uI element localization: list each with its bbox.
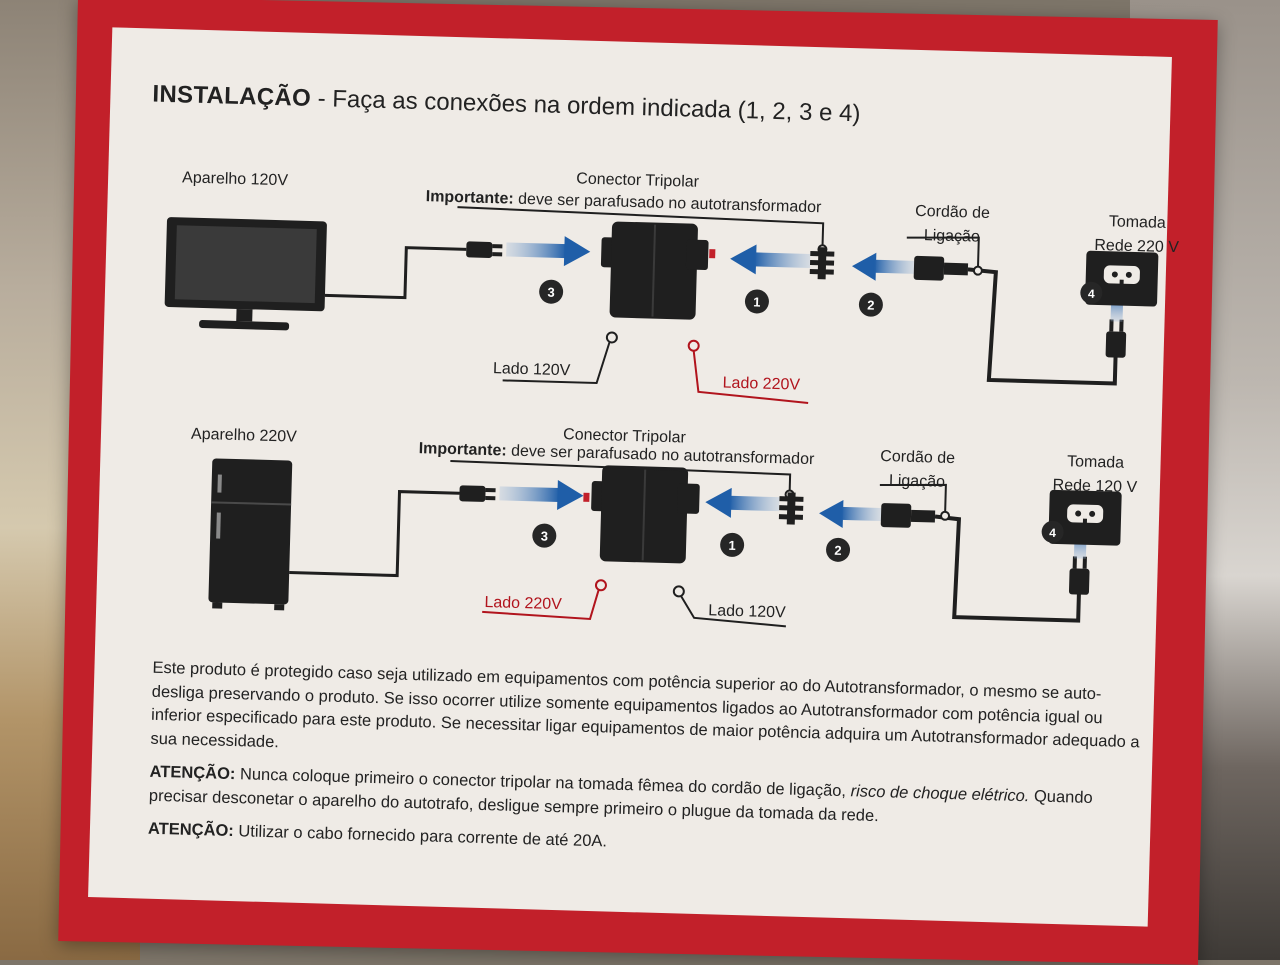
step-number: 4 xyxy=(1049,526,1056,540)
wall-plug-icon xyxy=(1068,556,1090,595)
step-badge: 4 xyxy=(1041,520,1064,543)
arrow-right-icon xyxy=(499,479,584,510)
cable xyxy=(324,246,467,300)
cord-socket-icon xyxy=(880,503,936,528)
diagram1: 3 1 2 4 xyxy=(164,206,1159,404)
step-badge: 1 xyxy=(720,532,745,557)
tripolar-connector-icon xyxy=(778,492,804,525)
instructions-text: Este produto é protegido caso seja utili… xyxy=(147,657,1142,879)
step-badge: 2 xyxy=(858,292,883,317)
arrow-left-icon xyxy=(705,487,780,518)
wall-plug-icon xyxy=(1105,319,1127,358)
step-badge: 2 xyxy=(826,537,851,562)
diagram2: 3 1 2 4 xyxy=(208,458,1122,628)
arrow-right-icon xyxy=(506,236,591,267)
arrow-left-icon xyxy=(730,244,811,275)
autotransformer-icon xyxy=(600,221,716,320)
outlet-icon xyxy=(1085,250,1159,307)
tripolar-connector-icon xyxy=(809,247,835,280)
plug-icon xyxy=(466,241,503,258)
cable xyxy=(289,490,460,578)
step-number: 2 xyxy=(867,298,875,313)
step-badge: 3 xyxy=(532,523,557,548)
arrow-left-icon xyxy=(819,499,882,528)
instruction-panel: INSTALAÇÃO - Faça as conexões na ordem i… xyxy=(88,27,1179,927)
autotransformer-icon xyxy=(583,465,700,564)
arrow-left-icon xyxy=(851,252,915,281)
step-number: 1 xyxy=(728,538,736,553)
cord-socket-icon xyxy=(913,255,969,281)
step-number: 3 xyxy=(540,529,548,544)
step-badge: 4 xyxy=(1080,281,1103,304)
wiring-diagrams: 3 1 2 4 xyxy=(164,206,1159,628)
step-number: 2 xyxy=(834,543,842,558)
protection-paragraph: Este produto é protegido caso seja utili… xyxy=(150,658,1140,752)
step-number: 1 xyxy=(753,294,761,309)
step-badge: 1 xyxy=(744,289,769,314)
tv-icon xyxy=(164,217,327,331)
step-badge: 3 xyxy=(539,279,564,304)
plug-icon xyxy=(459,485,496,502)
step-number: 3 xyxy=(547,285,555,300)
refrigerator-icon xyxy=(208,458,293,611)
step-number: 4 xyxy=(1088,287,1095,301)
outlet-icon xyxy=(1048,489,1122,546)
